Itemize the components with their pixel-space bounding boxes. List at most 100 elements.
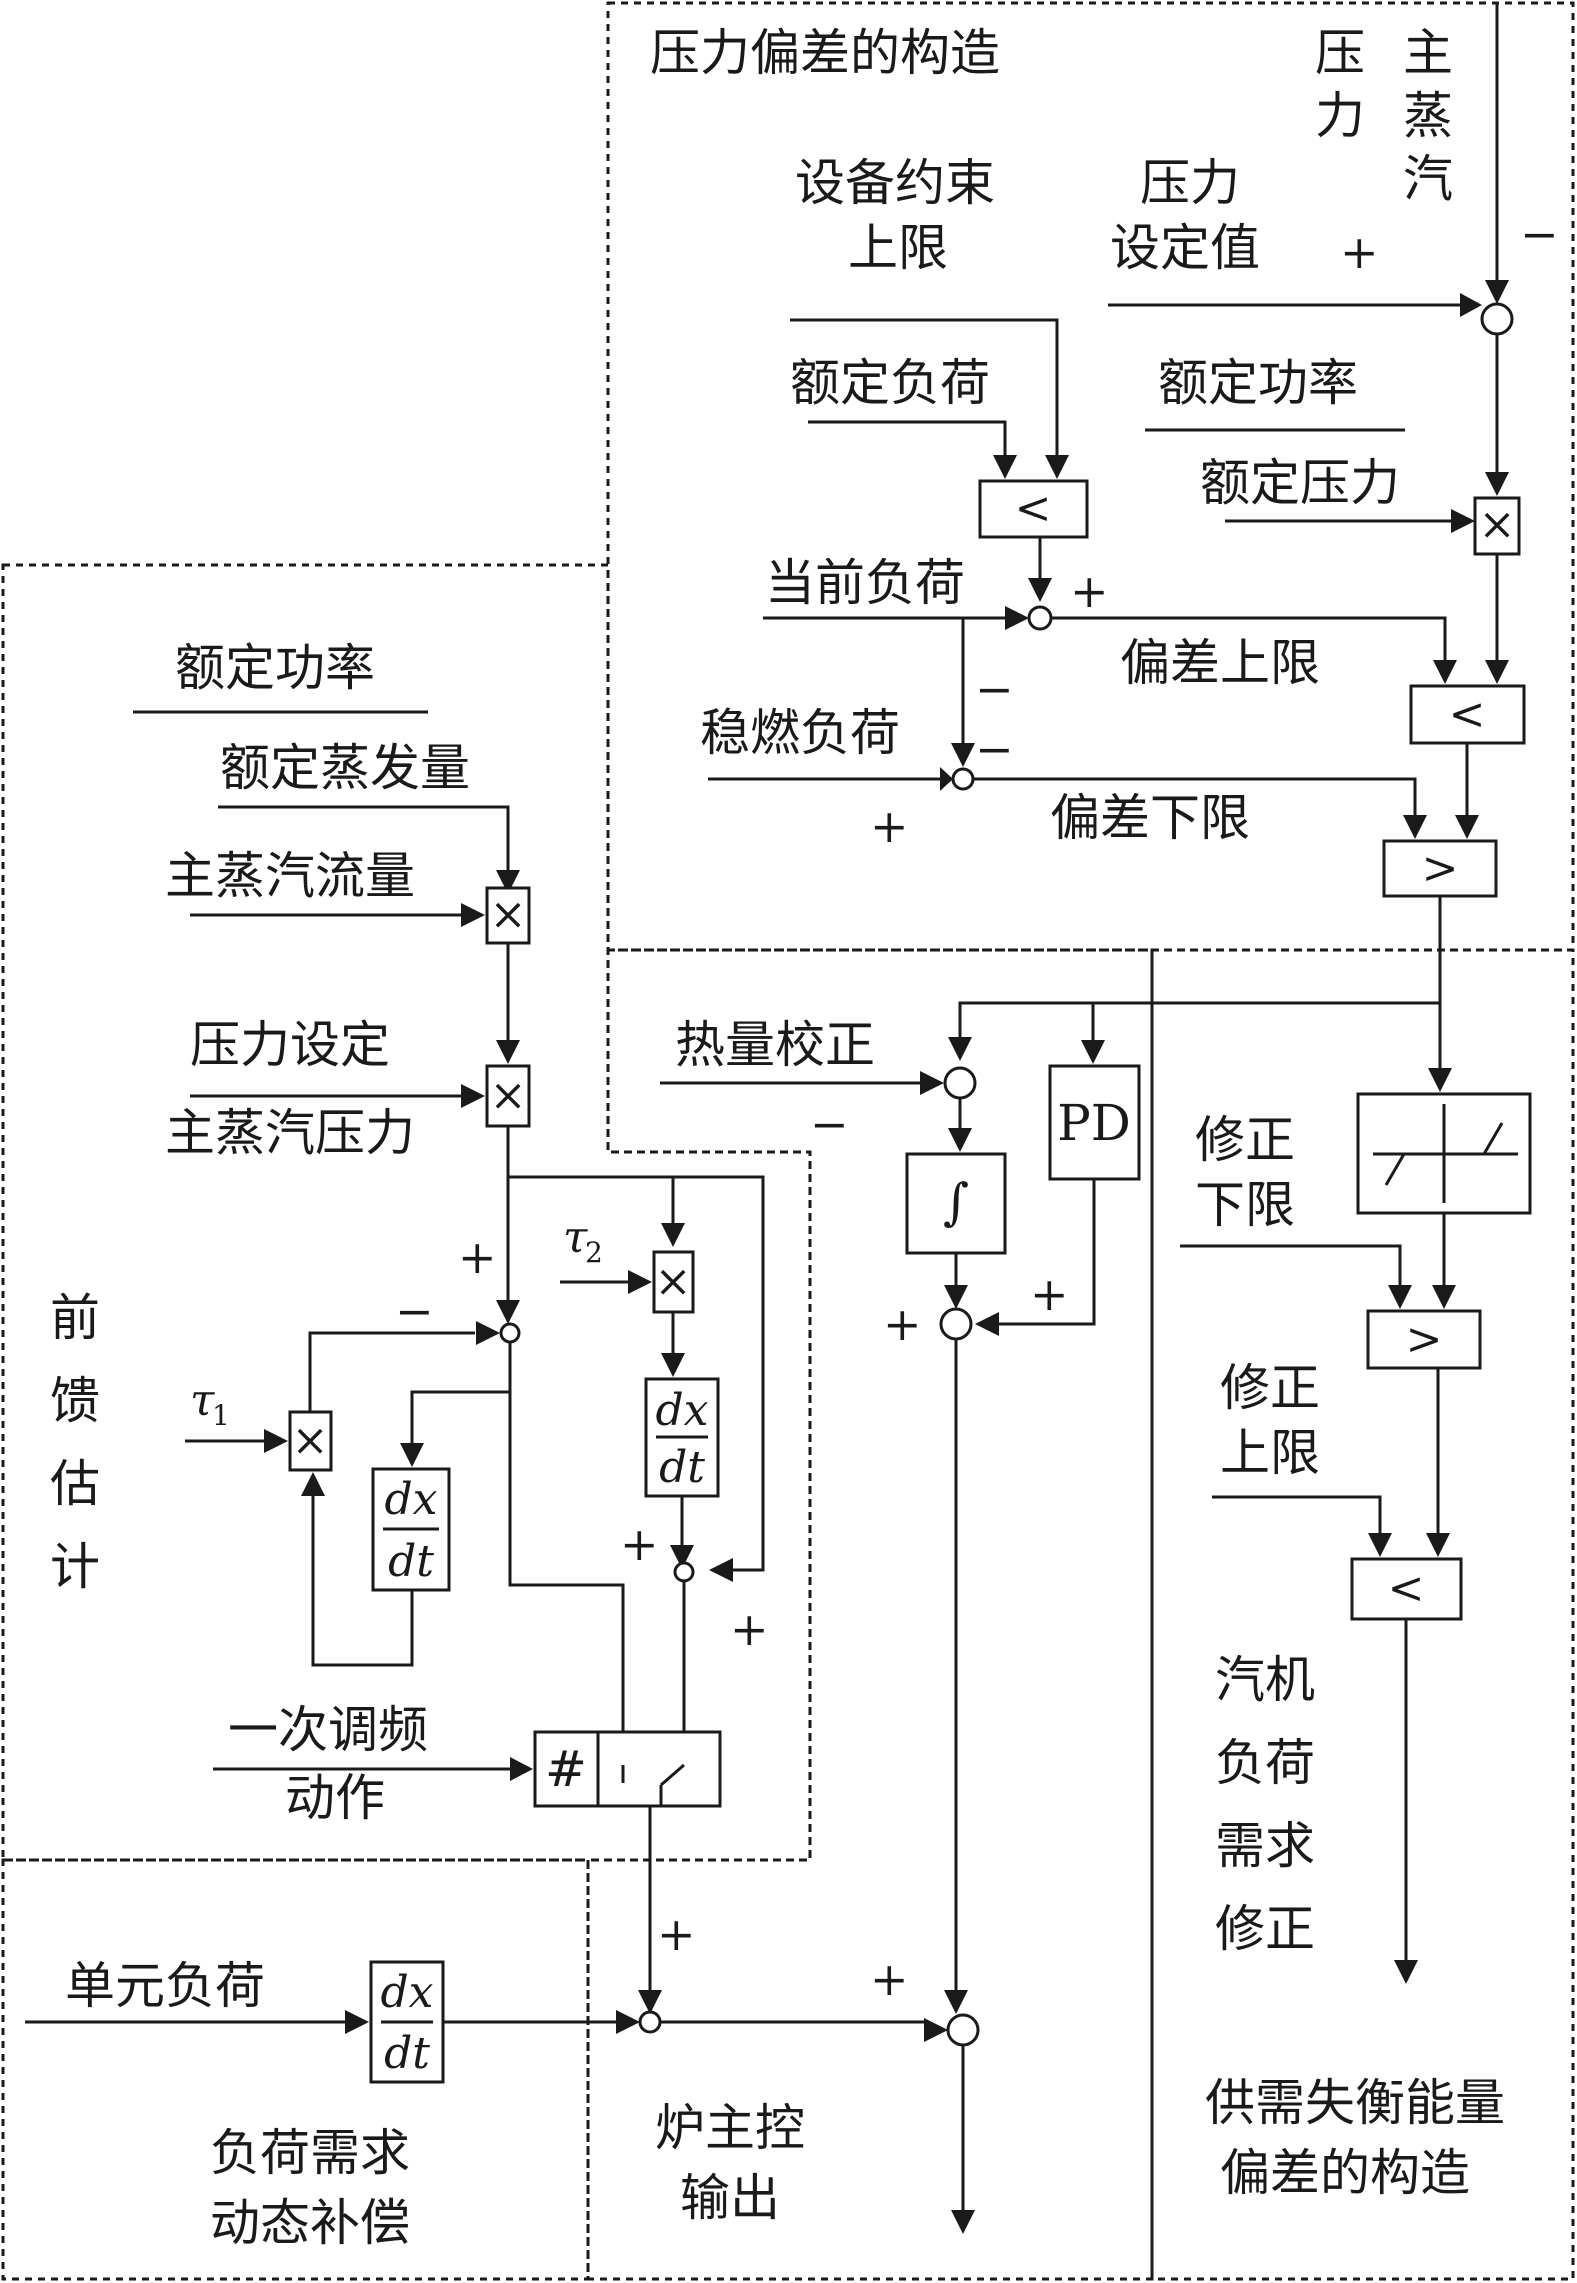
mult-block-pressure-ratio — [485, 1064, 531, 1128]
deriv-block-load-den: dt — [384, 2028, 430, 2079]
pressure-setpoint-line-1: 压力 — [1140, 154, 1240, 212]
arrowhead — [638, 1990, 662, 2014]
main-steam-pressure-col2-3: 汽 — [1403, 150, 1453, 208]
feedforward-char-3: 估 — [50, 1455, 100, 1513]
arrowhead — [301, 1472, 325, 1496]
arrowhead — [476, 1321, 500, 1345]
main-steam-pressure-col1-1: 压 — [1315, 24, 1365, 82]
load-dynamic-comp-title: 负荷需求 动态补偿 — [210, 2124, 410, 2252]
imbalance-line-1: 供需失衡能量 — [1205, 2074, 1505, 2132]
hash-block-symbol: # — [545, 1740, 587, 1798]
arrowhead — [944, 1285, 968, 1309]
wire-left-loop-bottom — [311, 1495, 414, 1667]
wire-ff1-to-switch — [508, 1392, 625, 1765]
main-steam-pressure-col2-2: 蒸 — [1403, 87, 1453, 145]
sign-plus-ff2-a: + — [620, 1517, 659, 1571]
switch-contact-right — [660, 1763, 685, 1787]
deriv-block-right-den: dt — [659, 1442, 705, 1493]
sign-plus-min-out: + — [1070, 564, 1109, 618]
arrowhead — [1485, 280, 1509, 304]
wire-corr-upper — [1212, 1495, 1382, 1533]
wire-dev-upper — [1051, 616, 1447, 660]
boiler-master-line-1: 炉主控 — [655, 2099, 805, 2157]
imbalance-title: 供需失衡能量 偏差的构造 — [1205, 2074, 1505, 2202]
feedforward-title: 前 馈 估 计 — [50, 1289, 100, 1596]
sign-plus-stable: + — [870, 799, 909, 853]
tau1-subscript: 1 — [212, 1399, 230, 1432]
arrowhead — [670, 1545, 694, 1569]
arrowhead — [510, 1757, 533, 1781]
boiler-master-title: 炉主控 输出 — [655, 2099, 805, 2227]
main-steam-pres-label: 主蒸汽压力 — [165, 1104, 415, 1162]
arrowhead — [1388, 1285, 1412, 1309]
arrowhead — [1485, 660, 1509, 684]
stable-combustion-label: 稳燃负荷 — [700, 704, 900, 762]
load-dynamic-comp-line-1: 负荷需求 — [210, 2124, 410, 2182]
tau2-label: τ — [563, 1212, 588, 1263]
arrowhead — [1394, 1960, 1418, 1984]
mult-block-pressure-symbol: × — [1479, 499, 1516, 550]
summing-junction-ff1 — [499, 1322, 521, 1344]
primary-freq-line-2: 动作 — [285, 1769, 385, 1827]
turbine-correction-line-1: 汽机 — [1215, 1651, 1315, 1709]
turbine-correction-line-2: 负荷 — [1215, 1734, 1315, 1792]
imbalance-section: 修正 下限 > 修正 上限 < 汽机 负荷 需求 修正 — [948, 896, 1532, 1984]
mult-block-pressure-ratio-symbol: × — [490, 1070, 527, 1121]
boiler-master-line-2: 输出 — [680, 2169, 780, 2227]
arrowhead — [616, 2010, 640, 2034]
arrowhead — [1428, 1068, 1452, 1092]
arrowhead — [1433, 660, 1457, 684]
feedforward-char-1: 前 — [50, 1289, 100, 1347]
min-block-correction-symbol: < — [1388, 1563, 1425, 1614]
imbalance-region — [1150, 948, 1575, 2281]
arrowhead — [940, 767, 953, 791]
arrowhead — [1451, 509, 1475, 533]
wire-deviation-bus — [958, 1001, 1440, 1037]
dev-lower-label: 偏差下限 — [1050, 789, 1250, 847]
pressure-set-label: 压力设定 — [190, 1016, 390, 1074]
deriv-block-left-num: dx — [385, 1474, 438, 1525]
wire-ff-bus — [508, 1175, 765, 1572]
equipment-limit-line-1: 设备约束 — [795, 154, 995, 212]
integral-block — [905, 1152, 1007, 1255]
corr-upper-line-1: 修正 — [1220, 1359, 1320, 1417]
mult-block-tau2-symbol: × — [655, 1256, 692, 1307]
deadband-slope-right — [1482, 1122, 1504, 1155]
deriv-block-right-num: dx — [656, 1385, 709, 1436]
tau2-subscript: 2 — [585, 1236, 603, 1269]
pressure-deviation-section: 压 力 主 蒸 汽 − 压力 设定值 + 设备约束 上限 额定负荷 < + — [700, 3, 1559, 898]
main-steam-pressure-col2-1: 主 — [1403, 24, 1453, 82]
primary-freq-line-1: 一次调频 — [228, 1701, 428, 1759]
sign-plus-integral: + — [883, 1297, 922, 1351]
sign-plus-switch-out: + — [657, 1907, 696, 1961]
rated-evaporation-label: 额定蒸发量 — [220, 739, 470, 797]
arrowhead — [944, 1990, 968, 2014]
pressure-setpoint-line-2: 设定值 — [1110, 219, 1260, 277]
arrowhead — [951, 743, 975, 767]
sign-plus-ff1: + — [458, 1230, 497, 1284]
deadband-slope-left — [1384, 1153, 1406, 1186]
arrowhead — [1005, 606, 1029, 630]
sign-plus-pd: + — [1030, 1267, 1069, 1321]
summing-junction-current-load — [1027, 605, 1053, 631]
summing-junction-pressure — [1480, 302, 1514, 336]
arrowhead — [1460, 293, 1482, 317]
wire-equipment-limit — [790, 318, 1059, 455]
arrowhead — [1081, 1040, 1105, 1064]
switch-symbol — [621, 1763, 685, 1806]
heat-correction-label: 热量校正 — [675, 1016, 875, 1074]
imbalance-line-2: 偏差的构造 — [1220, 2144, 1470, 2202]
corr-lower-line-1: 修正 — [1195, 1111, 1295, 1169]
arrowhead — [264, 1429, 288, 1453]
arrowhead — [1403, 815, 1427, 839]
corr-lower-line-2: 下限 — [1195, 1176, 1295, 1234]
feedforward-char-4: 计 — [50, 1538, 100, 1596]
summing-junction-ff2 — [673, 1561, 695, 1583]
arrowhead — [496, 1300, 520, 1324]
arrowhead — [400, 1443, 424, 1467]
arrowhead — [1485, 472, 1509, 496]
min-block-load-symbol: < — [1015, 483, 1052, 534]
corr-upper-line-2: 上限 — [1220, 1424, 1320, 1482]
